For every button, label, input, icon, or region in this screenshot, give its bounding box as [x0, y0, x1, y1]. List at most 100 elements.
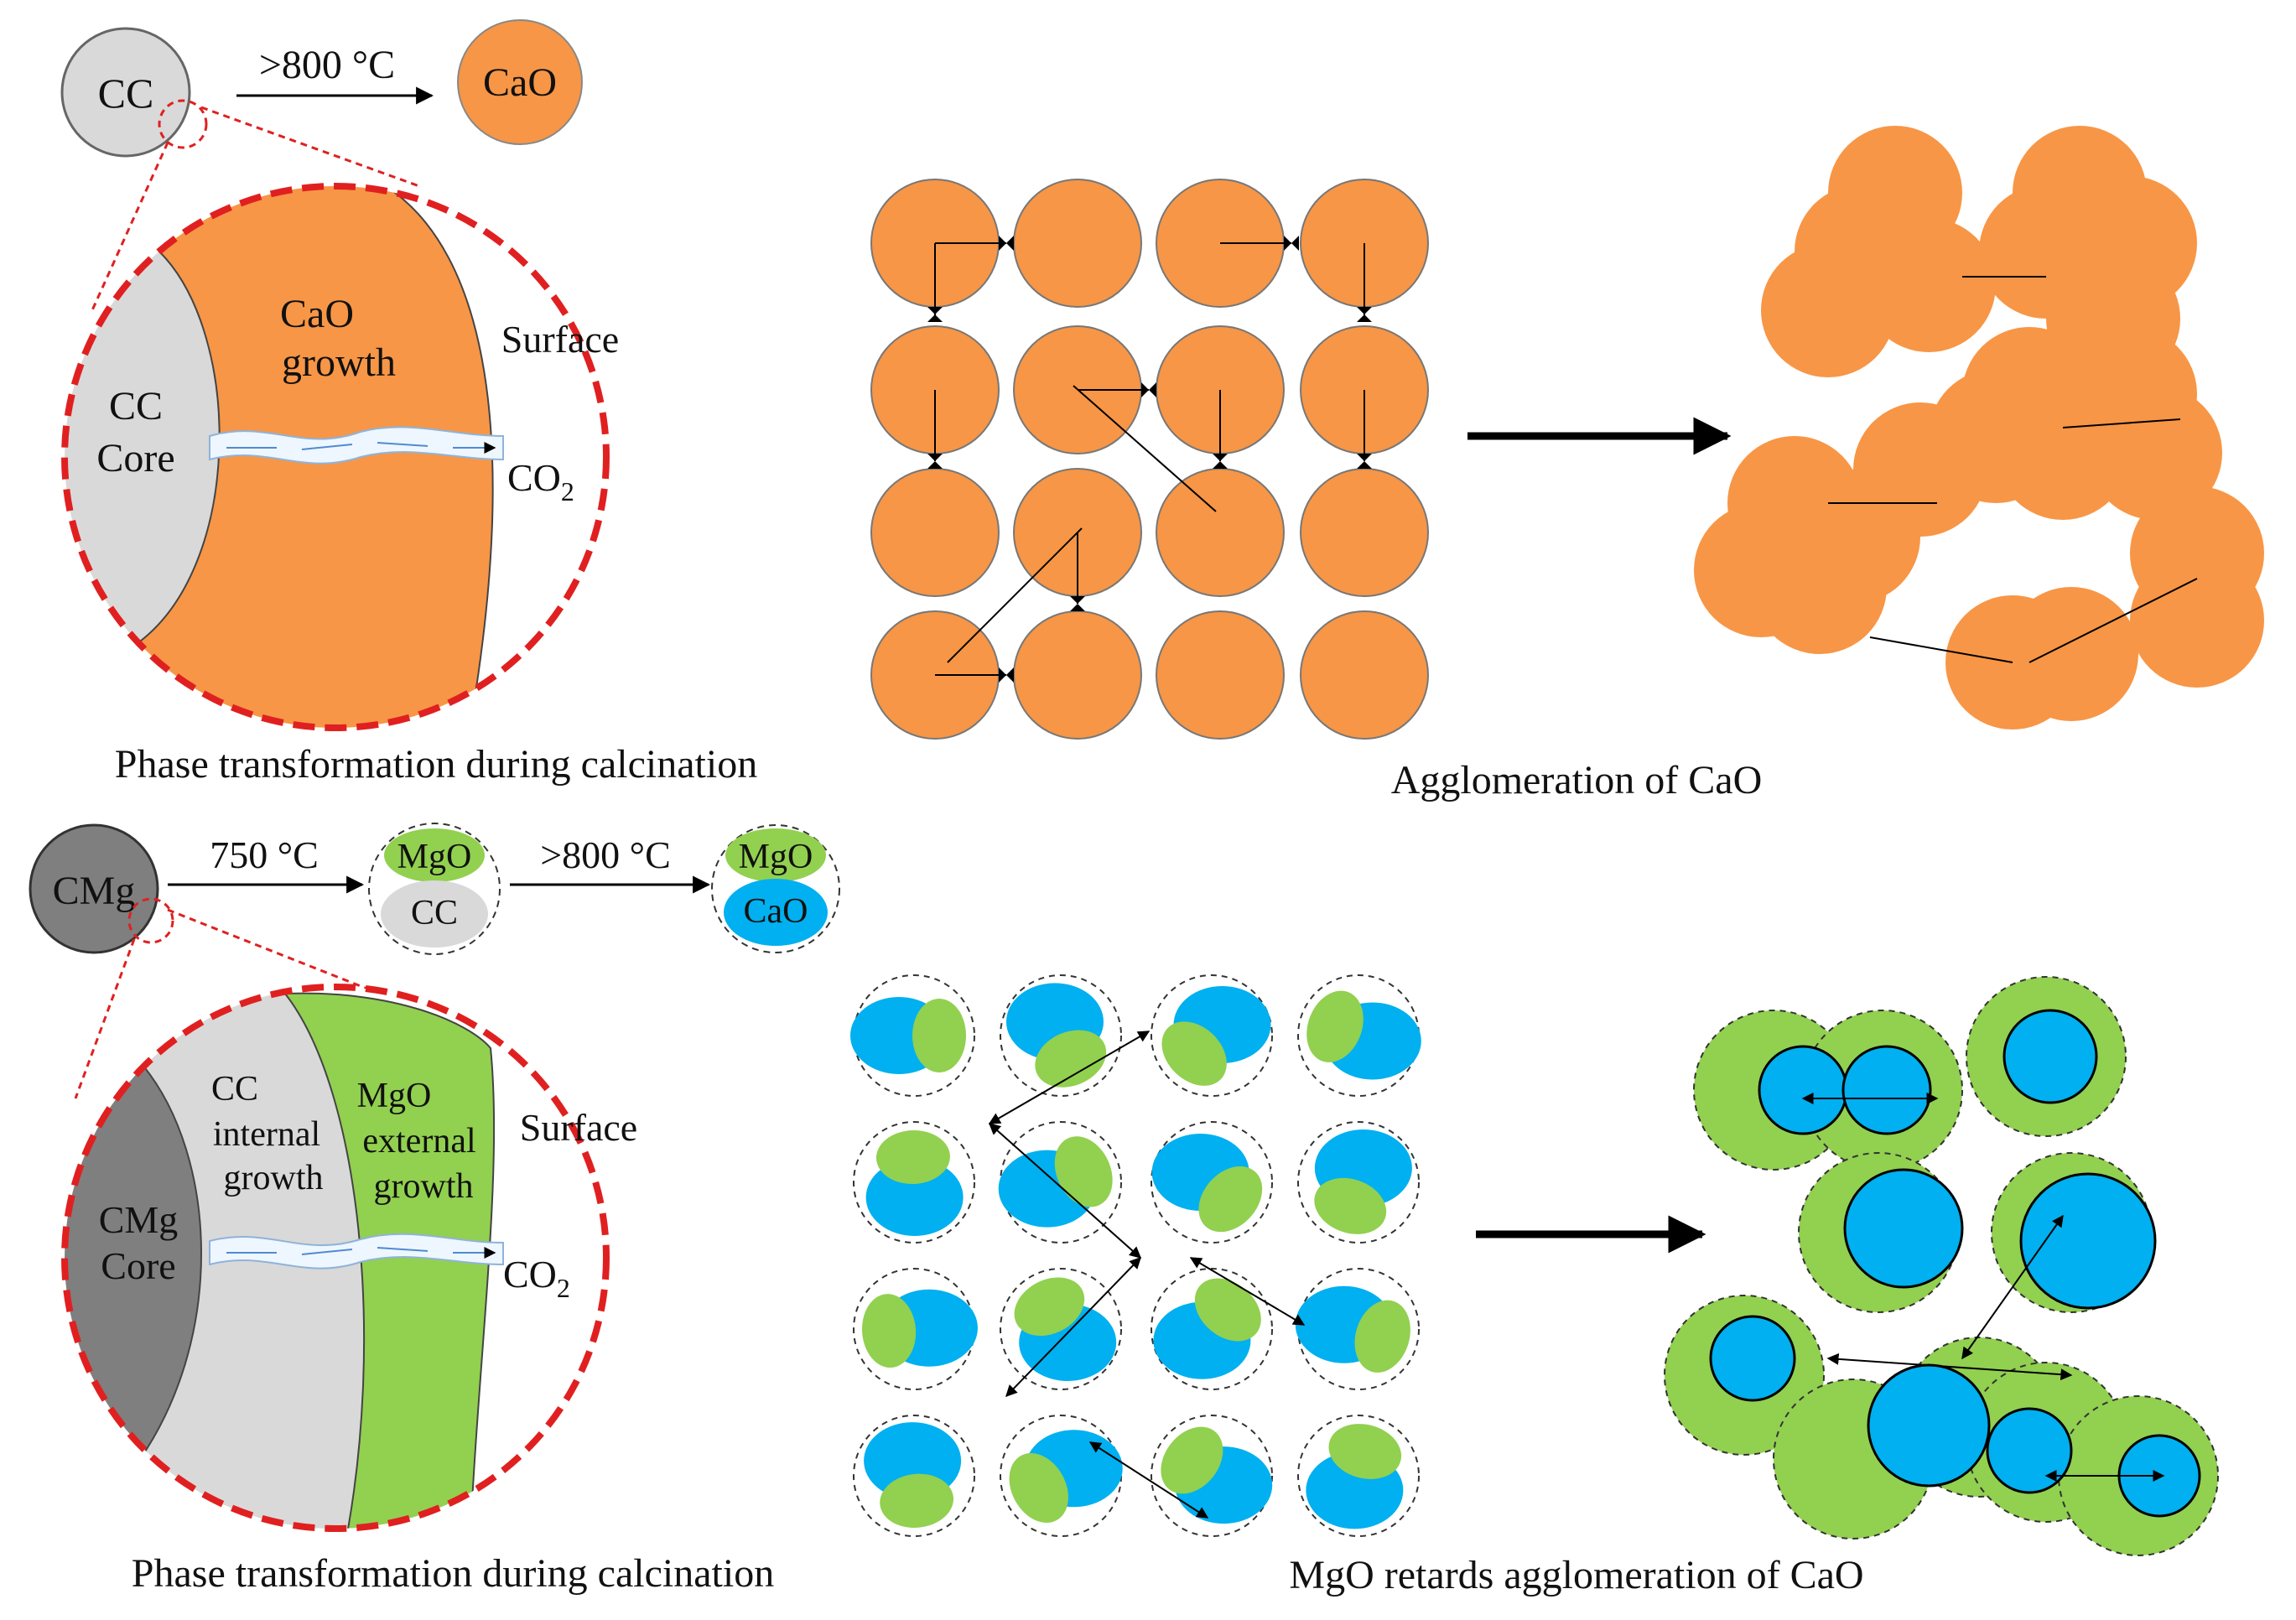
surface-label: Surface — [501, 318, 619, 361]
neck-marker — [1141, 382, 1156, 397]
cao-grain — [1300, 468, 1429, 597]
neck-line — [2062, 418, 2181, 428]
zoom-boundary-bottom — [61, 984, 610, 1532]
cao-agglomerate-lobe — [1862, 218, 1996, 352]
zoom-boundary — [61, 183, 610, 731]
cc-particle — [60, 27, 191, 158]
cao-core-cluster — [1841, 1045, 1932, 1135]
cc-label: CC — [411, 894, 458, 932]
temp-label: >800 °C — [259, 43, 395, 87]
external-label-1: MgO — [357, 1077, 432, 1115]
mgo-cao-particle-grid — [850, 974, 1421, 1537]
cc-core-label-1: CC — [109, 384, 163, 428]
cao-grain — [1156, 468, 1285, 597]
mgo-cao-retarded-clusters — [1664, 976, 2219, 1556]
mgo-cao-particle: MgO CaO — [711, 824, 840, 953]
neck-marker — [999, 236, 1014, 251]
cao-label: CaO — [744, 892, 808, 931]
zoom-line-right-bottom — [167, 908, 370, 991]
cmg-core-label-2: Core — [101, 1244, 175, 1287]
cao-agglomerated-clusters — [1694, 126, 2264, 730]
mgo-cap — [880, 1473, 954, 1528]
neck-marker — [1357, 307, 1372, 322]
neck-marker — [1213, 454, 1228, 469]
neck-line — [1073, 385, 1217, 512]
cc-zoom-cross-section: CC Core CaO growth Surface CO2 — [61, 183, 619, 731]
internal-label-3: growth — [224, 1159, 324, 1197]
mgo-cap — [875, 1130, 950, 1185]
cao-core-cluster — [2003, 1009, 2098, 1104]
cao-grain — [1300, 610, 1429, 740]
zoom-line-left — [91, 142, 169, 311]
external-label-2: external — [362, 1122, 475, 1160]
mgo-cap — [1314, 1177, 1387, 1234]
caption-bottom-left: Phase transformation during calcination — [132, 1551, 774, 1596]
neck-marker — [1070, 596, 1085, 611]
mgo-cap — [1328, 1424, 1402, 1479]
cao-grain — [1013, 610, 1142, 740]
mgo-cap — [1306, 990, 1364, 1062]
co2-label: CO2 — [507, 456, 574, 506]
temp-800-label: >800 °C — [540, 833, 671, 876]
interaction-arrow — [1961, 1214, 2064, 1360]
cao-agglomerate-lobe — [2088, 386, 2222, 520]
neck-line — [947, 527, 1083, 663]
neck-line — [2028, 578, 2198, 663]
cmg-zoom-cross-section: CMg Core CC internal growth MgO external… — [61, 984, 637, 1532]
neck-marker — [999, 667, 1014, 683]
zoom-line-left-bottom — [74, 938, 136, 1099]
caption-top-right: Agglomeration of CaO — [1391, 758, 1763, 802]
cao-core-cluster — [2019, 1172, 2157, 1310]
cao-core-cluster — [1867, 1363, 1991, 1488]
zoom-line-right — [200, 106, 420, 188]
cmg-core-label-1: CMg — [99, 1198, 179, 1241]
caption-bottom-right: MgO retards agglomeration of CaO — [1289, 1553, 1863, 1597]
cao-agglomerate-lobe — [1761, 243, 1895, 377]
mgo-label-2: MgO — [739, 838, 813, 876]
interaction-arrow — [1005, 1256, 1141, 1398]
mgo-label: MgO — [397, 838, 472, 876]
top-transformation-row: CC >800 °C CaO — [60, 19, 583, 311]
cao-particle-grid — [870, 179, 1429, 740]
caption-top-left: Phase transformation during calcination — [115, 742, 757, 787]
cmg-particle-label: CMg — [53, 869, 136, 913]
neck-marker — [927, 307, 943, 322]
cao-core-cluster — [1986, 1407, 2073, 1494]
interaction-arrow — [1826, 1353, 2073, 1381]
temp-750-label: 750 °C — [210, 833, 319, 876]
cao-core-cluster — [1843, 1168, 1964, 1289]
cc-core-label-2: Core — [96, 436, 174, 480]
cao-core-cluster — [1709, 1315, 1796, 1402]
zoom-indicator-circle — [158, 99, 208, 149]
internal-label-2: internal — [213, 1115, 320, 1154]
mgo-cap — [1009, 1453, 1068, 1524]
surface-label-bottom: Surface — [520, 1106, 637, 1149]
cao-grain — [870, 468, 1000, 597]
cao-grain — [1013, 179, 1142, 308]
cao-agglomerate-lobe — [2130, 553, 2264, 688]
co2-label-bottom: CO2 — [503, 1253, 570, 1303]
mgo-cc-particle: MgO CC — [368, 823, 501, 955]
mgo-cap — [1198, 1166, 1263, 1233]
neck-marker — [1357, 454, 1372, 469]
mgo-cap — [1161, 1021, 1227, 1086]
cmg-particle — [29, 823, 159, 954]
interaction-arrow — [988, 1123, 1142, 1259]
cao-growth-label-2: growth — [282, 340, 396, 385]
bottom-transformation-row: CMg 750 °C MgO CC >800 °C MgO CaO — [29, 823, 840, 1099]
internal-label-1: CC — [211, 1070, 258, 1109]
neck-marker — [1284, 236, 1299, 251]
zoom-indicator-circle-bottom — [127, 897, 174, 944]
cao-particle — [457, 19, 583, 145]
interaction-arrow — [988, 1031, 1151, 1124]
cao-grain — [1156, 610, 1285, 740]
external-label-3: growth — [374, 1167, 474, 1206]
mgo-cap — [1354, 1300, 1410, 1373]
cao-agglomerate-lobe — [1786, 470, 1920, 604]
mgo-cap — [912, 999, 966, 1072]
cao-growth-label-1: CaO — [280, 292, 354, 336]
cao-agglomerate-lobe — [2004, 587, 2138, 721]
interaction-arrow — [1088, 1441, 1209, 1519]
mgo-cap — [862, 1294, 917, 1368]
